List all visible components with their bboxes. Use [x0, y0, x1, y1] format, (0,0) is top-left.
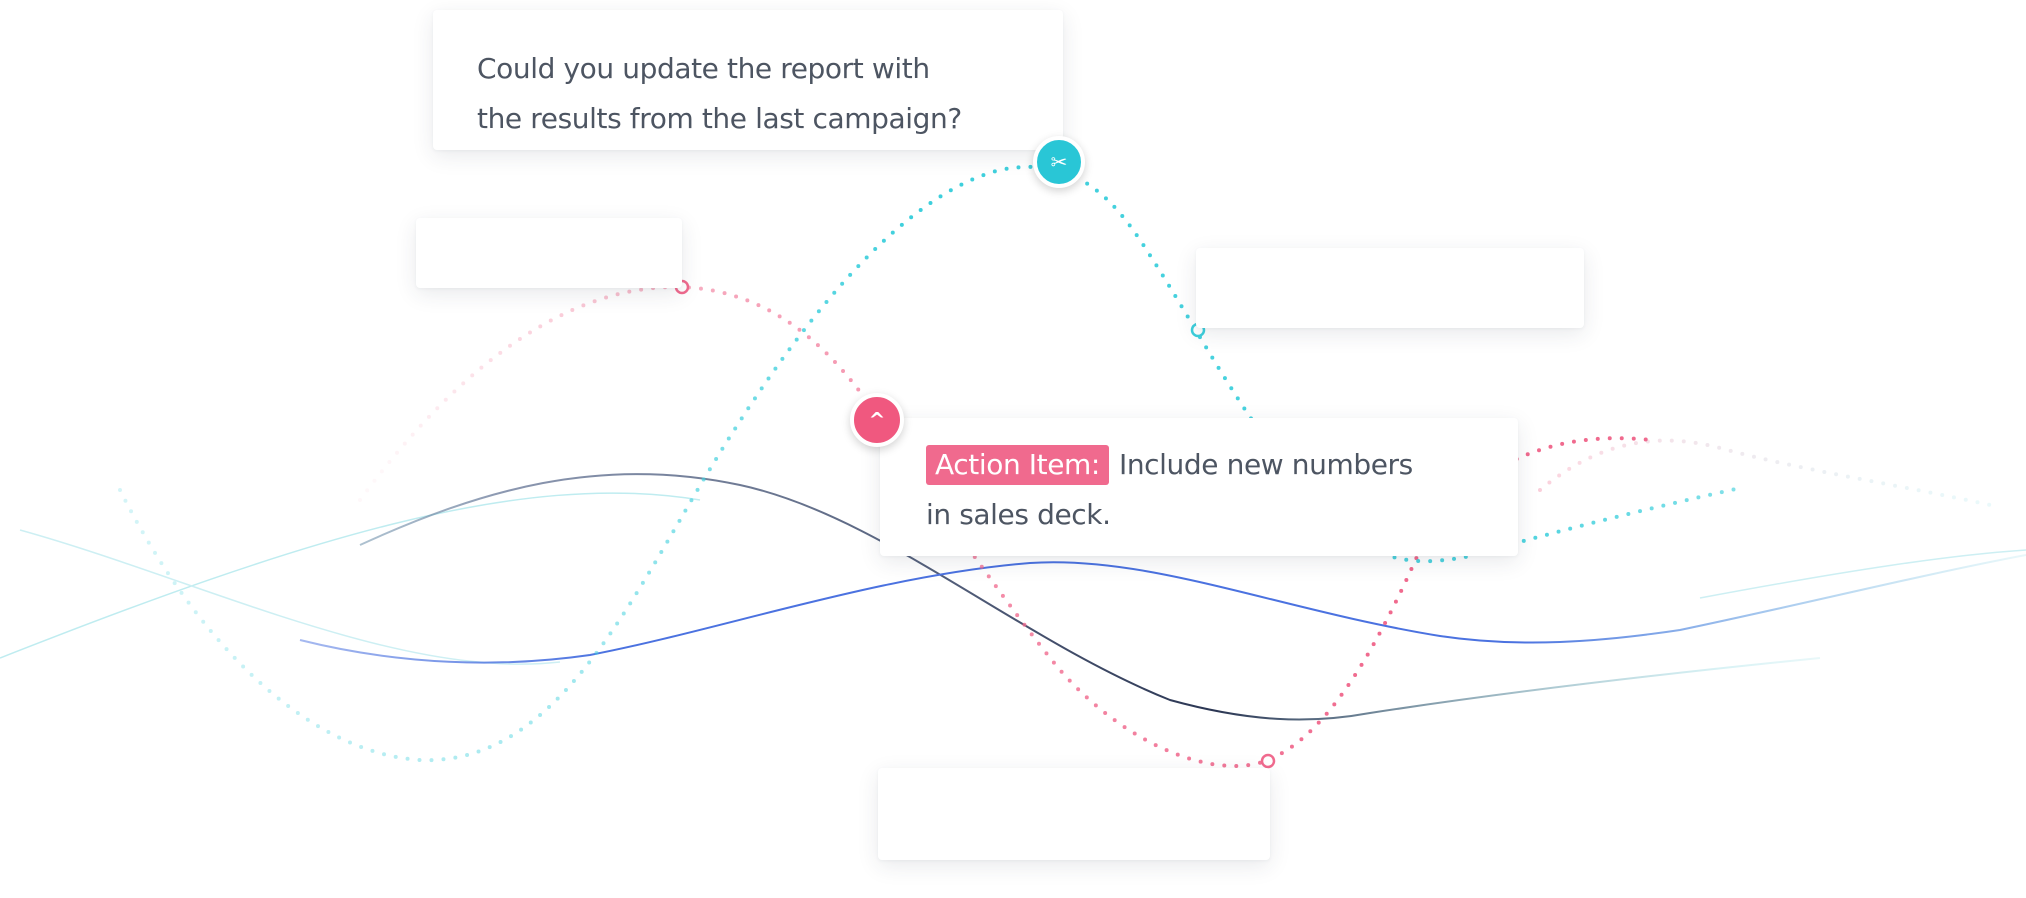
blank-card-bottom — [878, 768, 1270, 860]
action-item-icon[interactable]: ^ — [850, 393, 904, 447]
action-item-text: Action Item: Include new numbers in sales… — [926, 440, 1413, 540]
scissors-icon[interactable]: ✂ — [1033, 136, 1085, 188]
question-text: Could you update the report with the res… — [477, 44, 962, 144]
action-item-glyph: ^ — [868, 408, 886, 432]
blank-card-right — [1196, 248, 1584, 328]
navy-wave-line — [359, 473, 1821, 721]
cyan-dotted-curve — [118, 164, 1742, 763]
blue-wave-line — [299, 554, 2026, 664]
pink-hollow-node-bottom — [1260, 753, 1276, 769]
action-line-1: Action Item: Include new numbers — [926, 440, 1413, 490]
faint-line-a — [0, 492, 701, 659]
question-card: Could you update the report with the res… — [433, 10, 1063, 150]
action-line-2: in sales deck. — [926, 498, 1111, 531]
question-line-2: the results from the last campaign? — [477, 102, 962, 135]
pink-dotted-tail — [1538, 438, 1992, 507]
action-item-tag: Action Item: — [926, 445, 1109, 485]
action-item-card: Action Item: Include new numbers in sales… — [880, 418, 1518, 556]
action-line-1-text: Include new numbers — [1118, 448, 1413, 481]
faint-line-c — [1699, 549, 2026, 599]
question-line-1: Could you update the report with — [477, 52, 930, 85]
faint-line-b — [19, 529, 561, 665]
scissors-glyph: ✂ — [1050, 150, 1068, 174]
blank-card-left — [416, 218, 682, 288]
